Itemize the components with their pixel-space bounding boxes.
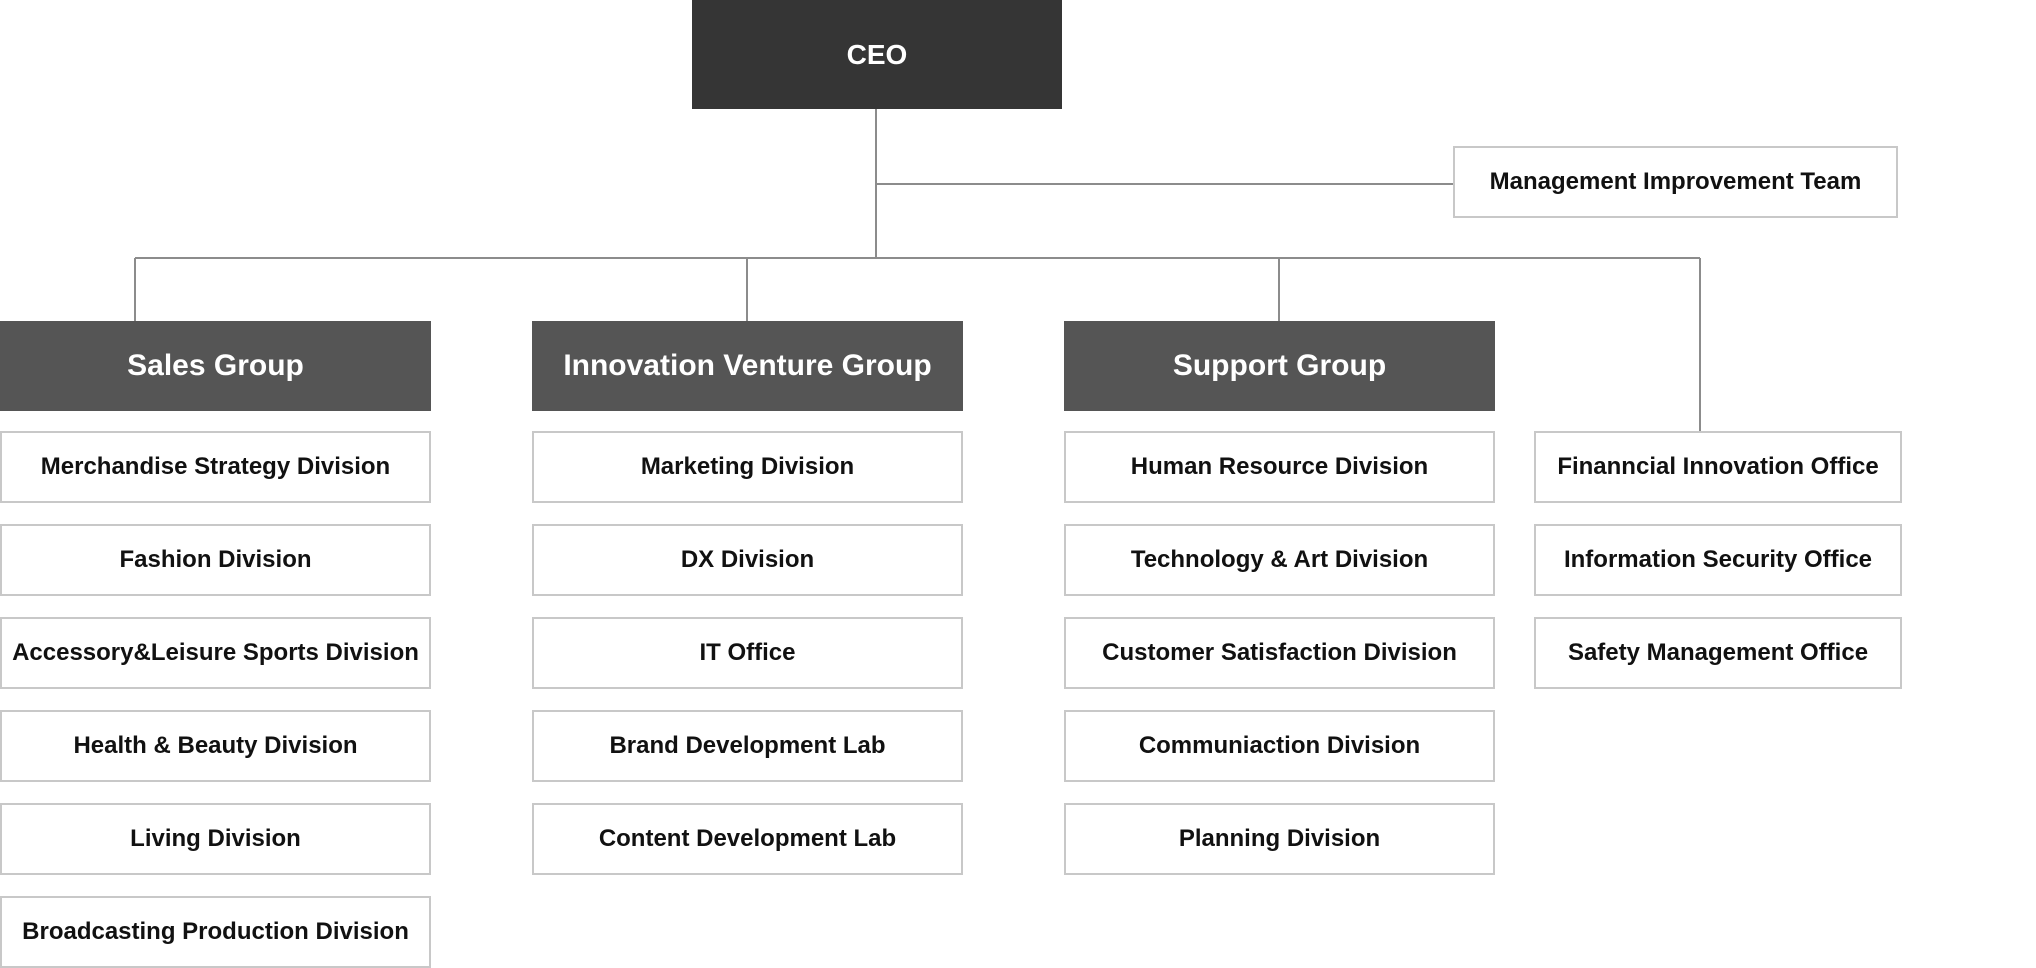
office-box: Safety Management Office (1534, 617, 1902, 689)
support-group-label: Support Group (1172, 349, 1387, 382)
ceo-label: CEO (846, 38, 908, 70)
innovation-venture-group-label: Innovation Venture Group (563, 349, 932, 382)
innovation-unit-box: Marketing Division (532, 431, 963, 503)
sales-group-label: Sales Group (127, 349, 304, 382)
sales-group-header: Sales Group (0, 321, 431, 411)
support-unit-label: Communiaction Division (1138, 732, 1421, 759)
sales-unit-label: Fashion Division (119, 546, 312, 573)
management-improvement-team-box: Management Improvement Team (1453, 146, 1898, 218)
support-group-header: Support Group (1064, 321, 1495, 411)
support-unit-box: Human Resource Division (1064, 431, 1495, 503)
innovation-unit-box: IT Office (532, 617, 963, 689)
sales-unit-box: Health & Beauty Division (0, 710, 431, 782)
support-unit-box: Customer Satisfaction Division (1064, 617, 1495, 689)
support-unit-label: Customer Satisfaction Division (1102, 639, 1457, 666)
sales-unit-label: Accessory&Leisure Sports Division (12, 639, 419, 666)
support-unit-label: Technology & Art Division (1130, 546, 1429, 573)
support-unit-label: Human Resource Division (1130, 453, 1429, 480)
office-box: Information Security Office (1534, 524, 1902, 596)
office-label: Safety Management Office (1567, 639, 1869, 666)
innovation-unit-label: DX Division (680, 546, 815, 573)
support-unit-box: Technology & Art Division (1064, 524, 1495, 596)
innovation-unit-box: DX Division (532, 524, 963, 596)
sales-unit-label: Merchandise Strategy Division (40, 453, 391, 480)
sales-unit-box: Merchandise Strategy Division (0, 431, 431, 503)
sales-unit-box: Accessory&Leisure Sports Division (0, 617, 431, 689)
office-label: Information Security Office (1563, 546, 1873, 573)
sales-unit-box: Living Division (0, 803, 431, 875)
innovation-unit-label: Brand Development Lab (609, 732, 886, 759)
sales-unit-label: Health & Beauty Division (73, 732, 358, 759)
support-unit-box: Planning Division (1064, 803, 1495, 875)
innovation-unit-label: Content Development Lab (598, 825, 897, 852)
office-label: Finanncial Innovation Office (1557, 453, 1879, 480)
sales-unit-box: Broadcasting Production Division (0, 896, 431, 968)
innovation-unit-label: Marketing Division (640, 453, 855, 480)
ceo-box: CEO (692, 0, 1062, 109)
office-box: Finanncial Innovation Office (1534, 431, 1902, 503)
support-unit-box: Communiaction Division (1064, 710, 1495, 782)
innovation-unit-box: Brand Development Lab (532, 710, 963, 782)
management-improvement-team-label: Management Improvement Team (1489, 168, 1862, 195)
innovation-unit-box: Content Development Lab (532, 803, 963, 875)
innovation-unit-label: IT Office (699, 639, 796, 666)
sales-unit-box: Fashion Division (0, 524, 431, 596)
sales-unit-label: Broadcasting Production Division (22, 918, 409, 945)
support-unit-label: Planning Division (1178, 825, 1381, 852)
sales-unit-label: Living Division (130, 825, 301, 852)
innovation-venture-group-header: Innovation Venture Group (532, 321, 963, 411)
